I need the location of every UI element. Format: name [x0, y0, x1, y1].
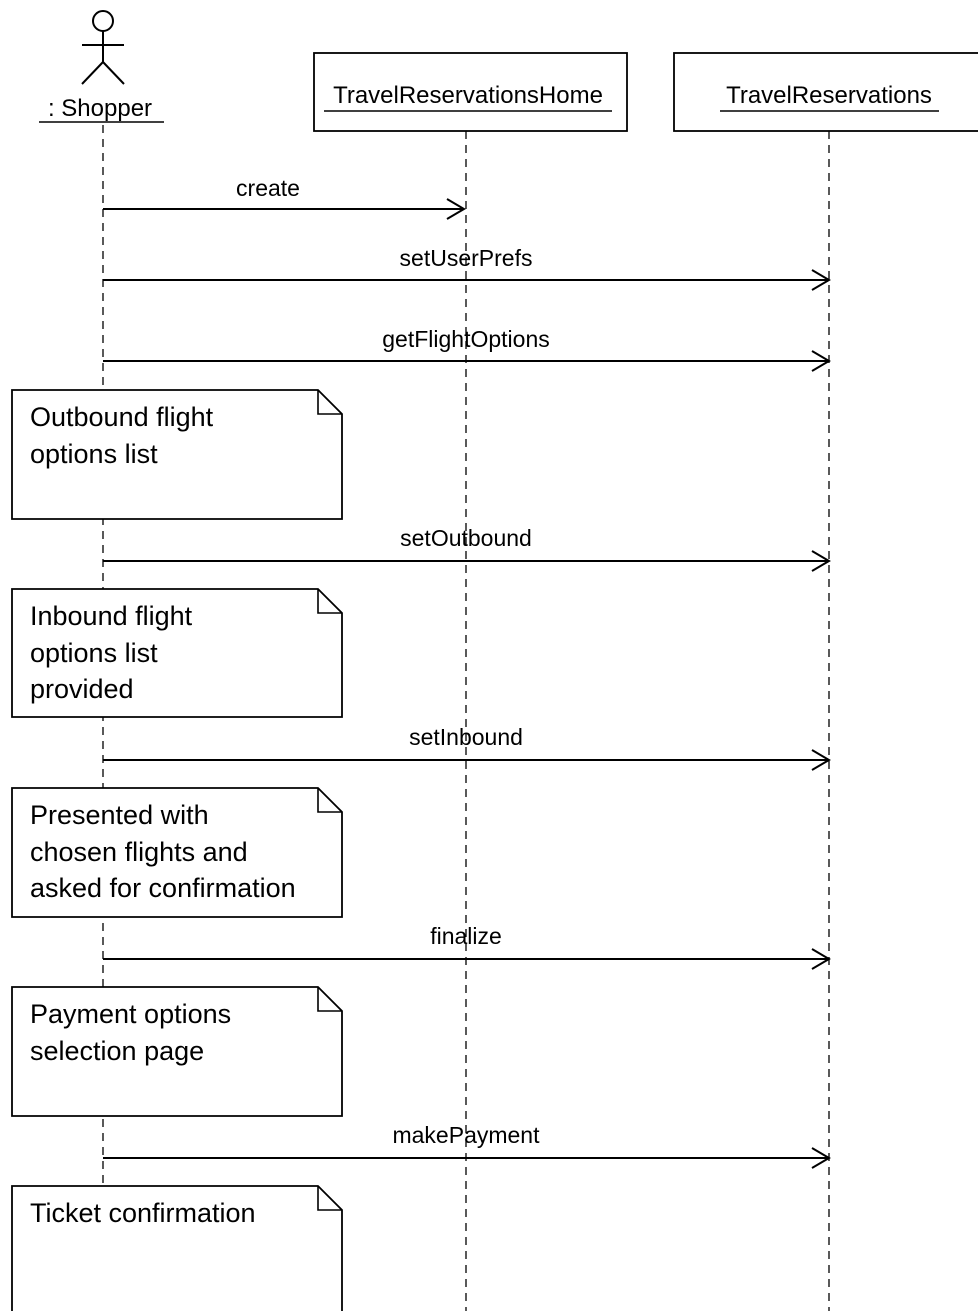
message-label: setUserPrefs: [400, 245, 533, 271]
note-line: chosen flights and: [30, 837, 248, 867]
note-fold-icon: [317, 987, 342, 1012]
note-line: Outbound flight: [30, 402, 214, 432]
object-box-travel-reservations-home: TravelReservationsHome: [313, 52, 628, 132]
message-label: create: [236, 175, 300, 201]
note-line: options list: [30, 638, 158, 668]
note-line: Inbound flight: [30, 601, 193, 631]
note-line: options list: [30, 439, 158, 469]
message-label: getFlightOptions: [382, 326, 549, 352]
note-ticket-confirmation: Ticket confirmation: [11, 1185, 343, 1311]
message-label: setOutbound: [400, 525, 532, 551]
object-label-travel-reservations: TravelReservations: [726, 82, 932, 109]
message-get-flight-options: getFlightOptions: [103, 326, 831, 372]
arrowhead-icon: [811, 948, 831, 970]
message-set-user-prefs: setUserPrefs: [103, 245, 831, 291]
note-fold-icon: [317, 1186, 342, 1211]
note-outbound-options: Outbound flight options list: [11, 389, 343, 520]
note-line: provided: [30, 674, 134, 704]
message-make-payment: makePayment: [103, 1122, 831, 1169]
note-line: Presented with: [30, 800, 209, 830]
message-set-outbound: setOutbound: [103, 525, 831, 572]
shopper-actor-icon: [81, 10, 125, 85]
object-box-travel-reservations: TravelReservations: [673, 52, 978, 132]
note-fold-icon: [317, 788, 342, 813]
message-create: create: [103, 175, 466, 220]
note-payment-options: Payment options selection page: [11, 986, 343, 1117]
note-line: Ticket confirmation: [30, 1198, 256, 1228]
arrowhead-icon: [811, 550, 831, 572]
note-fold-icon: [317, 589, 342, 614]
arrowhead-icon: [811, 350, 831, 372]
message-label: setInbound: [409, 724, 523, 750]
note-line: selection page: [30, 1036, 204, 1066]
message-set-inbound: setInbound: [103, 724, 831, 771]
note-line: asked for confirmation: [30, 873, 296, 903]
note-confirmation-request: Presented with chosen flights and asked …: [11, 787, 343, 918]
object-label-travel-reservations-home: TravelReservationsHome: [333, 82, 603, 109]
shopper-actor-label: : Shopper: [48, 95, 152, 122]
note-line: Payment options: [30, 999, 231, 1029]
arrowhead-icon: [811, 1147, 831, 1169]
arrowhead-icon: [811, 269, 831, 291]
message-label: makePayment: [392, 1122, 540, 1148]
arrowhead-icon: [811, 749, 831, 771]
arrowhead-icon: [446, 198, 466, 220]
note-fold-icon: [317, 390, 342, 415]
message-finalize: finalize: [103, 923, 831, 970]
message-label: finalize: [430, 923, 502, 949]
note-inbound-options: Inbound flight options list provided: [11, 588, 343, 718]
